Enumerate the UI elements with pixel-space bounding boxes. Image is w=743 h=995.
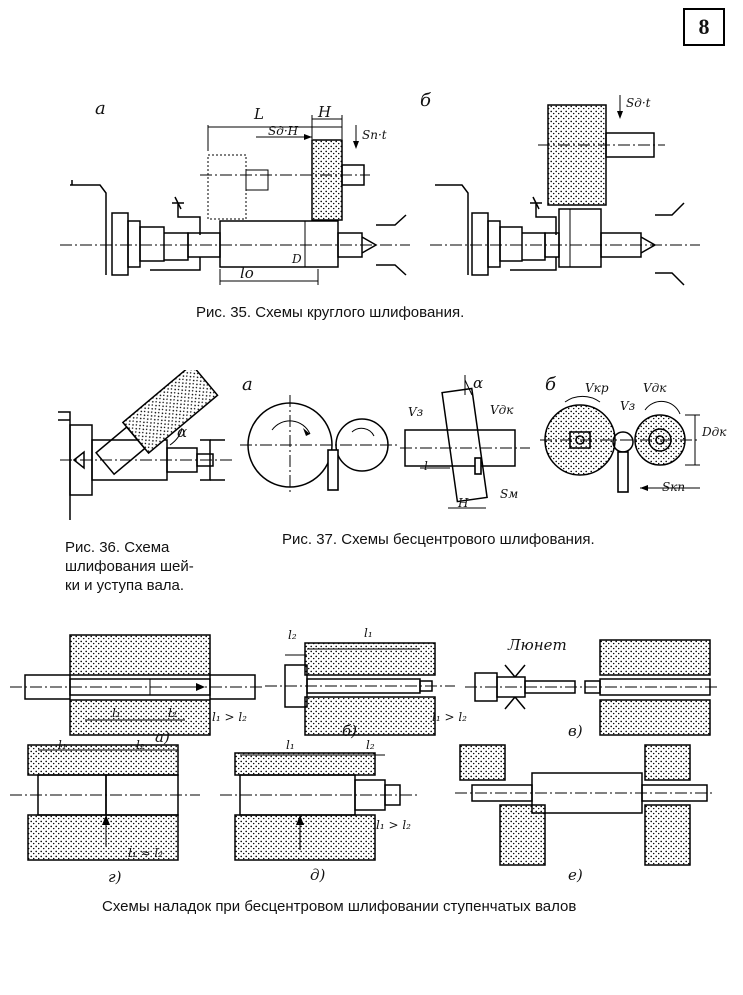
setup-b-panel-label: б) (342, 722, 358, 740)
setups-caption: Схемы наладок при бесцентровом шлифовани… (102, 898, 577, 915)
fig35-label-D: D (292, 252, 302, 266)
fig37-label-Sm: Sм (500, 487, 519, 501)
fig37-label-Vkp: Vкр (585, 381, 609, 395)
setup-e-panel-label: е) (568, 866, 583, 884)
fig36-diagram (50, 363, 250, 530)
fig37-caption: Рис. 37. Схемы бесцентрового шлифования. (282, 531, 595, 548)
setup-a-l2: l₂ (168, 706, 177, 720)
fig37-label-l: l (424, 459, 428, 473)
fig35-diagram (60, 85, 700, 300)
setup-d-condition: l₁ > l₂ (376, 818, 411, 832)
fig37-diagram (240, 370, 720, 530)
setup-g-l2: l₂ (136, 738, 145, 752)
fig35-panel-a-label: а (95, 98, 106, 119)
fig37-label-Skn: Sкп (662, 480, 686, 494)
setup-a-condition: l₁ > l₂ (212, 710, 247, 724)
page-number: 8 (683, 8, 725, 46)
setup-v-lunet-label: Люнет (508, 636, 567, 654)
fig37-panel-a-label: а (242, 374, 253, 395)
fig37-label-V3: Vз (408, 405, 424, 419)
fig37-label-H: H (458, 496, 469, 510)
fig35-caption: Рис. 35. Схемы круглого шлифования. (196, 304, 465, 321)
fig37-label-V3b: Vз (620, 399, 636, 413)
setups-diagram (10, 625, 730, 890)
fig35-label-Sdt: Sд·t (626, 96, 651, 110)
fig37-label-alpha: α (473, 374, 484, 392)
setup-b-l2: l₂ (288, 628, 297, 642)
fig36-caption-line-1: Рис. 36. Схема (65, 539, 170, 556)
fig37-label-Ddk: Dдк (702, 425, 727, 439)
setup-d-l1: l₁ (286, 738, 295, 752)
fig35-label-SdH: Sд·H (268, 124, 299, 138)
setup-a-l1: l₁ (112, 706, 121, 720)
fig37-label-Vdkb: Vдк (643, 381, 667, 395)
fig36-caption-line-3: ки и уступа вала. (65, 577, 185, 594)
fig36-label-alpha: α (177, 423, 188, 441)
setup-g-panel-label: г) (108, 868, 122, 886)
setup-g-l1: l₁ (58, 738, 67, 752)
fig37-panel-b-label: б (545, 374, 556, 395)
setup-a-panel-label: а) (155, 728, 170, 746)
fig35-label-Snt: Sп·t (362, 128, 387, 142)
fig35-panel-b-label: б (420, 90, 431, 111)
setup-b-condition: l₁ > l₂ (432, 710, 467, 724)
fig36-caption: Рис. 36. Схема шлифования шей- ки и усту… (65, 538, 194, 595)
setup-g-condition: l₁ ≈ l₂ (128, 846, 163, 860)
fig35-label-lo: lо (240, 264, 254, 282)
fig35-label-L: L (254, 105, 264, 123)
setup-d-panel-label: д) (310, 866, 326, 884)
setup-b-l1: l₁ (364, 626, 373, 640)
fig35-label-H: H (318, 103, 332, 121)
fig37-label-Vdk: Vдк (490, 403, 514, 417)
setup-d-l2: l₂ (366, 738, 375, 752)
fig36-caption-line-2: шлифования шей- (65, 558, 194, 575)
setup-v-panel-label: в) (568, 722, 583, 740)
